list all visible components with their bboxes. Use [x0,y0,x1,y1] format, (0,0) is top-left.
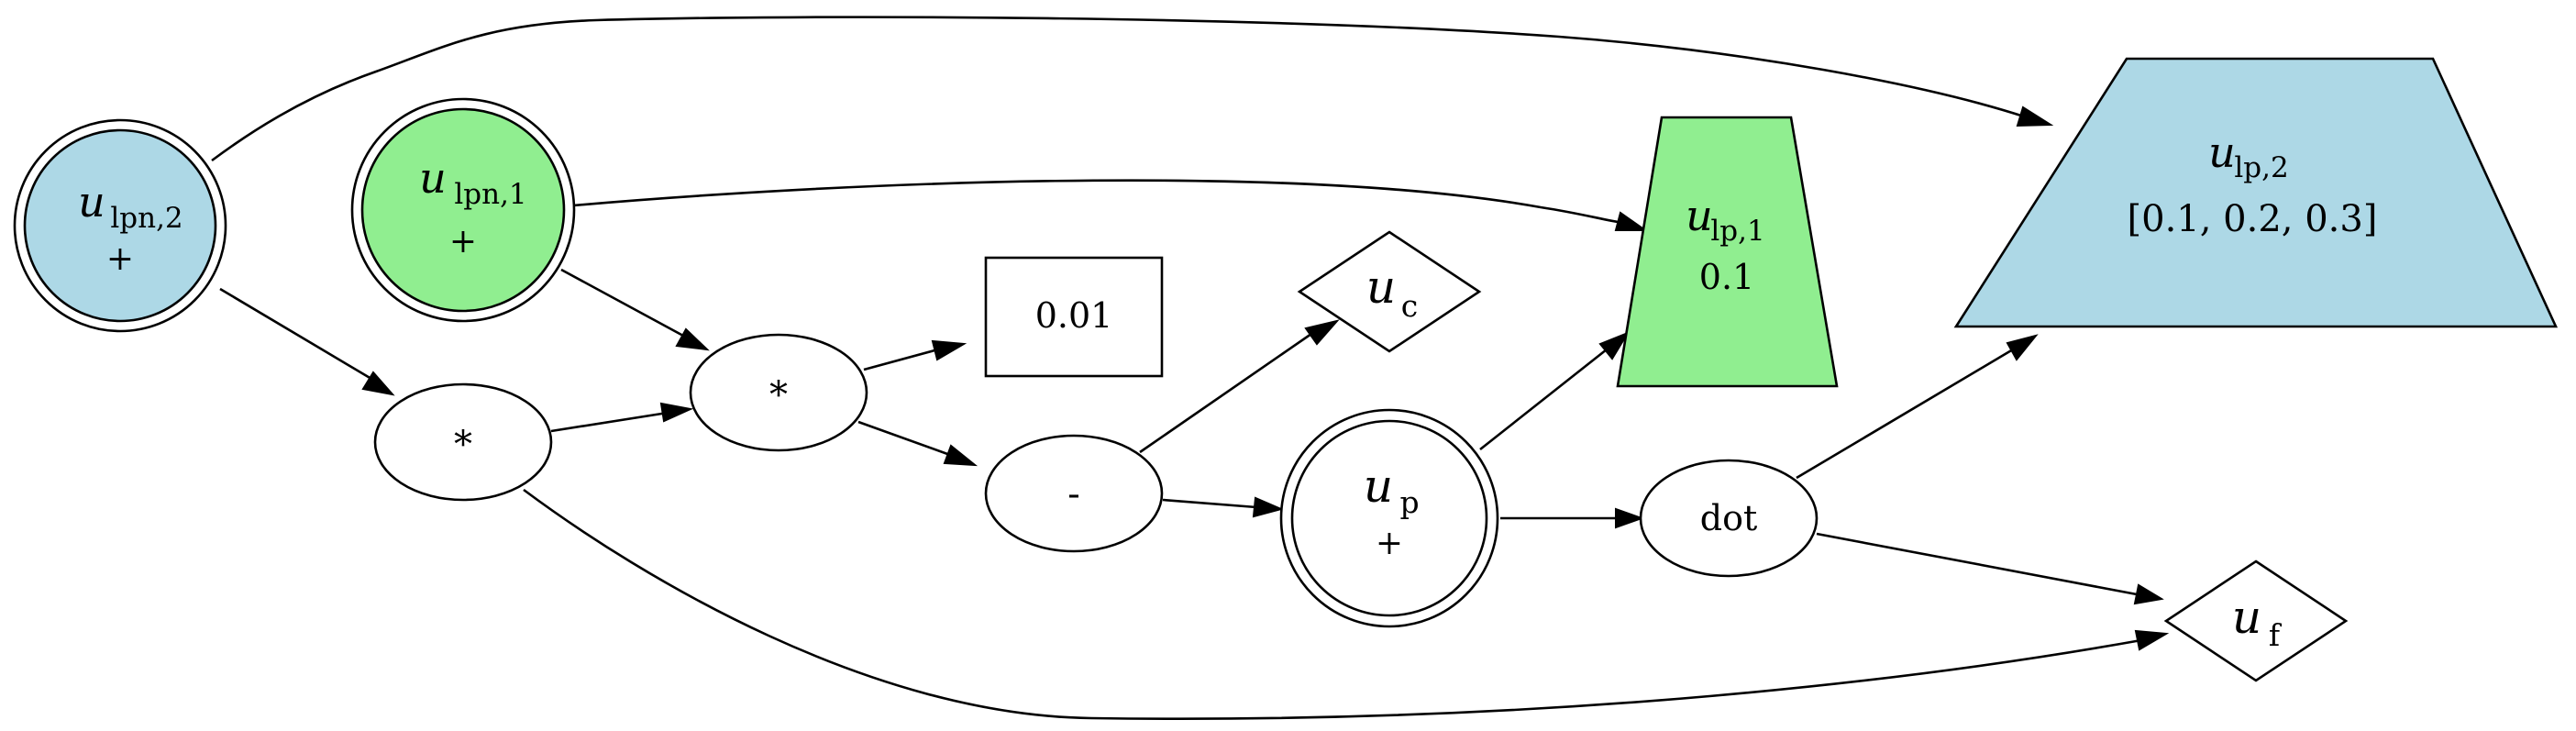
node-dot: dot [1639,459,1819,578]
node-const-label: 0.01 [1035,295,1113,336]
edge-up-to-dot [1500,507,1644,529]
node-uc-subscript: c [1401,288,1418,324]
node-mul2: * [689,333,868,452]
edge-ulpn1-to-ulp1 [572,179,1649,231]
node-uc: u c [1297,230,1482,353]
node-uf: u f [2163,559,2349,682]
node-mul1-label: * [454,424,472,466]
node-ulp1-label: 0.1 [1699,257,1754,297]
node-ulpn2: u lpn,2 + [13,118,227,333]
node-mul1: * [373,382,553,502]
edge-minus-to-uc [1139,319,1340,454]
edge-ulpn2-to-mul1 [219,287,395,396]
edge-minus-to-up [1162,496,1285,518]
node-ulpn1: u lpn,1 + [350,97,576,323]
node-ulp1-symbol: u [1686,191,1713,240]
node-mul2-label: * [769,374,788,416]
node-ulp2-fill [1953,57,2559,328]
edge-ulpn1-to-mul2 [560,268,710,351]
node-ulpn1-subscript: lpn,1 [454,178,526,211]
node-up-label: + [1376,525,1403,562]
node-ulp1-fill [1616,116,1839,388]
node-ulp2-subscript: lp,2 [2234,151,2288,184]
edge-mul2-to-minus [857,420,978,467]
node-minus-label: - [1067,473,1080,515]
node-ulpn2-label: + [106,240,134,278]
node-uf-symbol: u [2232,591,2261,644]
node-up-symbol: u [1364,460,1393,513]
node-ulp2-label: [0.1, 0.2, 0.3] [2128,198,2378,240]
edge-ulpn2-to-ulp2 [211,16,2054,162]
node-ulpn1-symbol: u [419,153,447,203]
edge-mul1-to-uf [523,488,2170,720]
edge-mul2-to-const [863,339,967,371]
node-up-subscript: p [1399,484,1419,520]
node-ulpn2-subscript: lpn,2 [110,202,182,235]
node-uf-subscript: f [2269,617,2283,653]
edges [211,16,2170,720]
node-ulpn1-label: + [449,223,477,260]
edge-up-to-ulp1 [1479,330,1631,451]
node-up: u p + [1279,408,1499,628]
edge-mul1-to-mul2 [550,402,694,433]
node-ulp2: u lp,2 [0.1, 0.2, 0.3] [1953,57,2559,328]
node-uc-symbol: u [1366,260,1396,314]
node-ulpn1-fill [360,107,566,313]
node-ulpn2-fill [23,128,217,323]
edge-dot-to-ulp2 [1796,334,2039,480]
node-minus: - [984,434,1164,553]
node-ulp2-symbol: u [2208,127,2236,177]
node-ulp1: u lp,1 0.1 [1616,116,1839,388]
node-ulp1-subscript: lp,1 [1710,215,1764,248]
node-dot-label: dot [1700,498,1757,538]
node-ulpn2-symbol: u [78,177,105,227]
node-const: 0.01 [984,256,1164,378]
edge-dot-to-uf [1816,532,2164,605]
